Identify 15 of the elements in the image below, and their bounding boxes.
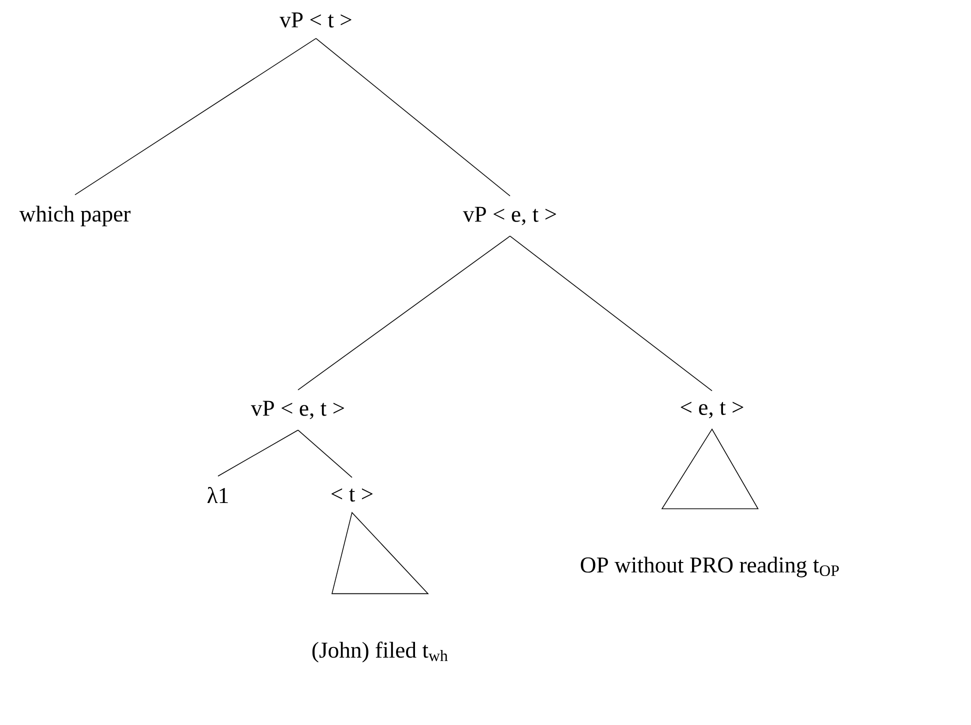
tree-branch xyxy=(316,38,510,196)
tree-label: vP < t > xyxy=(280,12,352,28)
tree-label: < e, t > xyxy=(680,402,744,418)
tree-branch xyxy=(510,236,712,392)
tree-branch xyxy=(74,38,316,196)
tree-branch xyxy=(218,430,298,476)
tree-label: vP < e, t > xyxy=(462,206,556,226)
tree-branch xyxy=(298,236,510,390)
tree-label: OP without PRO reading t$_{OP}$ xyxy=(580,556,839,578)
tree-label: λ1 xyxy=(207,487,228,503)
tree-label: which paper xyxy=(19,206,130,226)
tree-label: vP < e, t > xyxy=(250,400,344,420)
tree-branch xyxy=(298,430,352,478)
tree-label: (John) filed t$_{wh}$ xyxy=(312,642,448,662)
tree-label: < t > xyxy=(332,488,373,502)
